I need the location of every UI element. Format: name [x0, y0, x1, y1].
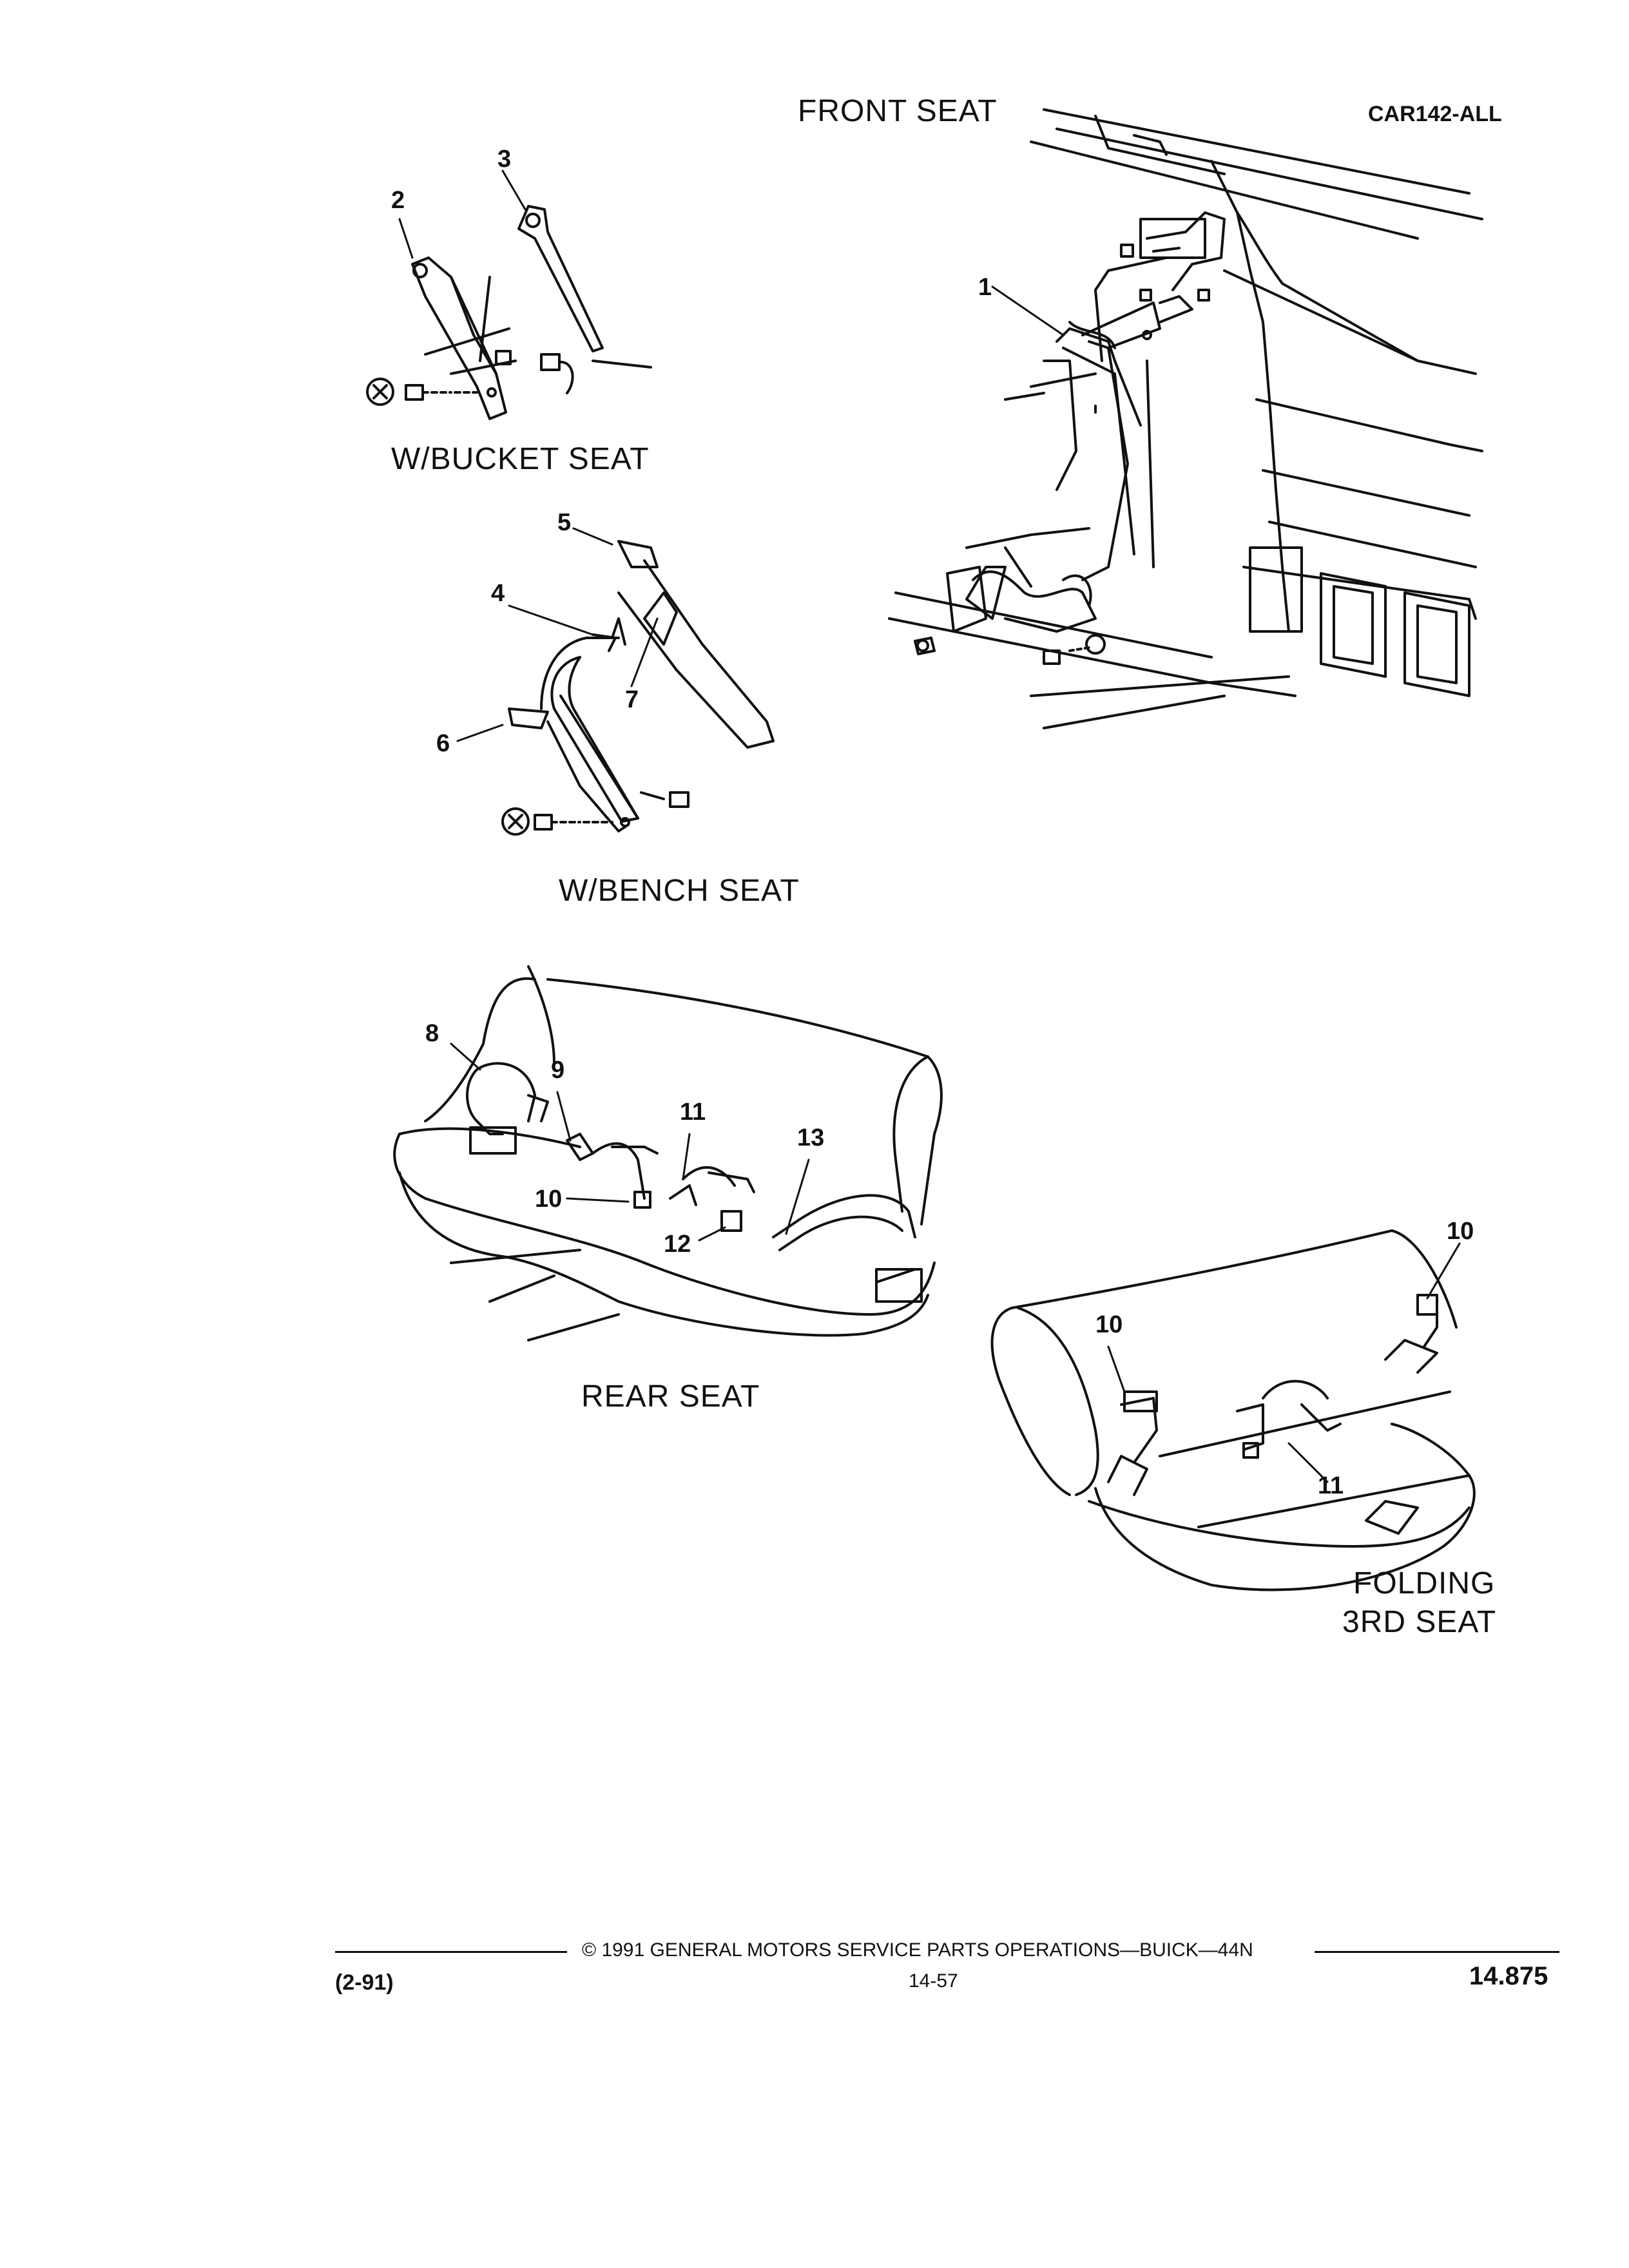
bucket-seat-label: W/BUCKET SEAT — [391, 442, 650, 476]
bucket-seat-belt-drawing — [366, 205, 652, 420]
callout-1: 1 — [978, 274, 992, 301]
callout-10-folding-left: 10 — [1095, 1311, 1123, 1338]
footer-rule-left — [335, 1951, 567, 1953]
callout-2: 2 — [391, 187, 405, 214]
rear-seat-drawing — [393, 965, 943, 1341]
bench-seat-belt-drawing — [501, 540, 775, 836]
revision-date: (2-91) — [335, 1970, 394, 1995]
front-seat-interior-drawing — [888, 108, 1483, 729]
rear-seat-label: REAR SEAT — [581, 1379, 760, 1414]
page-number: 14-57 — [909, 1970, 958, 1992]
copyright-text: © 1991 GENERAL MOTORS SERVICE PARTS OPER… — [582, 1939, 1253, 1961]
callout-leaders — [398, 169, 1461, 1483]
folding-seat-label-line1: FOLDING — [1353, 1566, 1496, 1600]
folding-seat-label-line2: 3RD SEAT — [1342, 1605, 1497, 1639]
callout-10-rear: 10 — [535, 1186, 563, 1213]
footer-rule-right — [1315, 1951, 1559, 1953]
callout-8: 8 — [425, 1020, 439, 1047]
callout-12: 12 — [664, 1231, 691, 1258]
callout-11-rear: 11 — [680, 1099, 706, 1126]
callout-10-folding-right: 10 — [1447, 1218, 1474, 1245]
bench-seat-label: W/BENCH SEAT — [559, 874, 800, 908]
callout-13: 13 — [797, 1124, 825, 1151]
front-seat-title: FRONT SEAT — [798, 94, 998, 128]
callout-3: 3 — [497, 146, 512, 173]
callout-4: 4 — [491, 580, 505, 607]
section-number: 14.875 — [1469, 1962, 1548, 1990]
callout-11-folding: 11 — [1318, 1472, 1344, 1499]
callout-6: 6 — [436, 730, 450, 757]
catalog-code: CAR142-ALL — [1368, 102, 1502, 126]
callout-5: 5 — [557, 509, 572, 536]
folding-third-seat-drawing — [990, 1229, 1476, 1591]
callout-9: 9 — [551, 1057, 565, 1084]
callout-7: 7 — [625, 686, 639, 713]
